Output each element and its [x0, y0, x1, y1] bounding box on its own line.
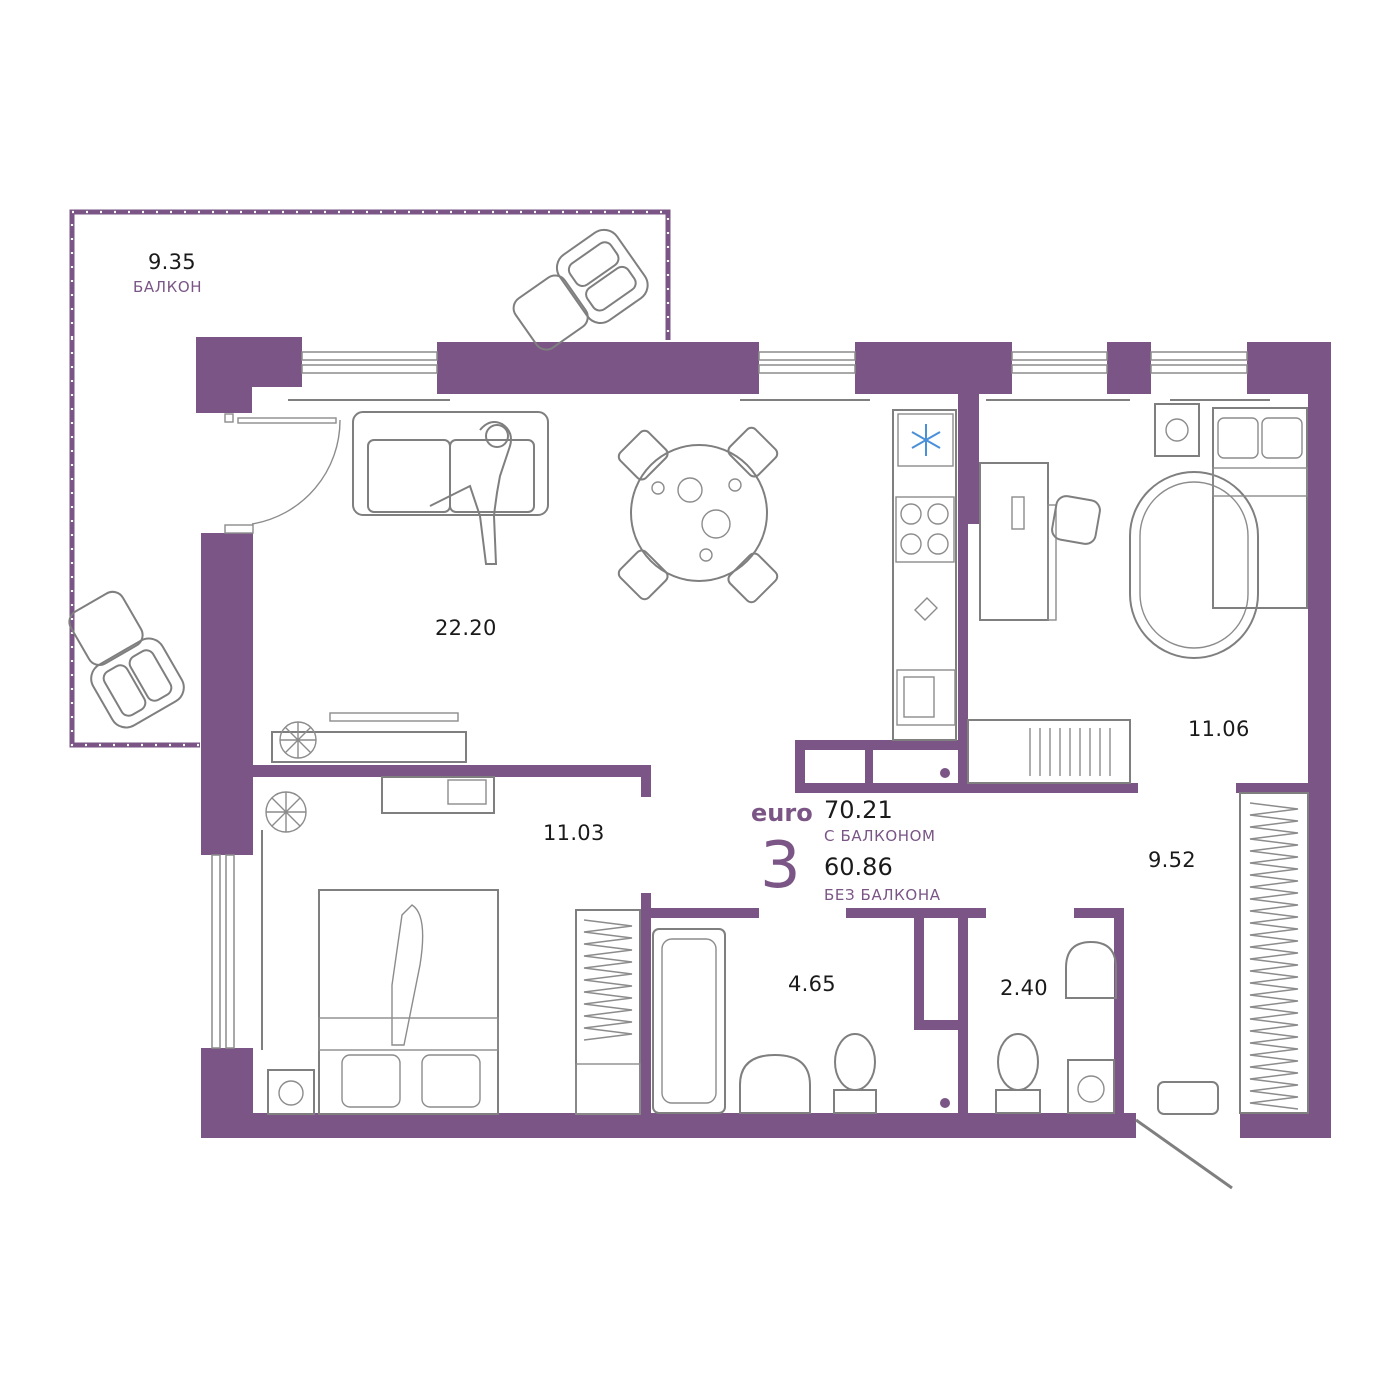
bathtub-icon [652, 928, 726, 1114]
bed-icon [318, 889, 499, 1115]
desk-icon [381, 776, 495, 814]
toilet-icon [833, 1033, 877, 1114]
tv-icon [271, 712, 467, 763]
kitchen-counter [892, 409, 957, 741]
total-with-balcony: 70.21 [824, 796, 893, 824]
sofa-icon [352, 411, 549, 565]
armchair-icon [512, 228, 649, 351]
without-balcony-label: БЕЗ БАЛКОНА [824, 886, 941, 904]
desk-icon [979, 462, 1057, 621]
bed-icon [1212, 407, 1308, 609]
dining-table-icon [617, 426, 779, 604]
balcony-area: 9.35 [148, 250, 196, 274]
plant-icon [279, 721, 317, 759]
room-area-hallway: 9.52 [1148, 848, 1196, 872]
room-area-toilet: 2.40 [1000, 976, 1048, 1000]
washing-machine-icon [1067, 1059, 1115, 1114]
walls [196, 337, 1331, 1138]
sink-icon [1065, 940, 1117, 999]
sink-icon [896, 669, 956, 726]
toilet-icon [995, 1033, 1041, 1114]
wardrobe-icon [1239, 792, 1309, 1114]
armchair-icon [68, 590, 185, 729]
stove-icon [895, 496, 955, 563]
sink-icon [739, 1053, 811, 1114]
room-area-living: 22.20 [435, 616, 497, 640]
shaft-marker [940, 768, 950, 778]
entrance-door [1135, 1118, 1233, 1190]
windows [211, 351, 1248, 1049]
doormat [1157, 1081, 1219, 1115]
washing-machine-icon [1154, 403, 1200, 457]
total-without-balcony: 60.86 [824, 853, 893, 881]
room-area-bedroom-right: 11.06 [1188, 717, 1250, 741]
plant-icon [265, 791, 307, 833]
room-area-bathroom: 4.65 [788, 972, 836, 996]
washing-machine-icon [267, 1069, 315, 1115]
apartment-type-prefix: euro [751, 799, 813, 827]
rooms-count: 3 [760, 829, 801, 903]
curtain-rails [261, 399, 1270, 1050]
snowflake-icon [911, 424, 941, 456]
with-balcony-label: С БАЛКОНОМ [824, 827, 936, 845]
shaft-marker [940, 1098, 950, 1108]
balcony-label: БАЛКОН [133, 278, 203, 296]
wardrobe-icon [967, 719, 1131, 784]
balcony-railing [69, 209, 671, 748]
rug [1129, 471, 1259, 659]
room-area-bedroom-left: 11.03 [543, 821, 605, 845]
balcony-door [224, 413, 341, 534]
wardrobe-icon [575, 909, 641, 1115]
armchair-icon [1051, 495, 1101, 545]
